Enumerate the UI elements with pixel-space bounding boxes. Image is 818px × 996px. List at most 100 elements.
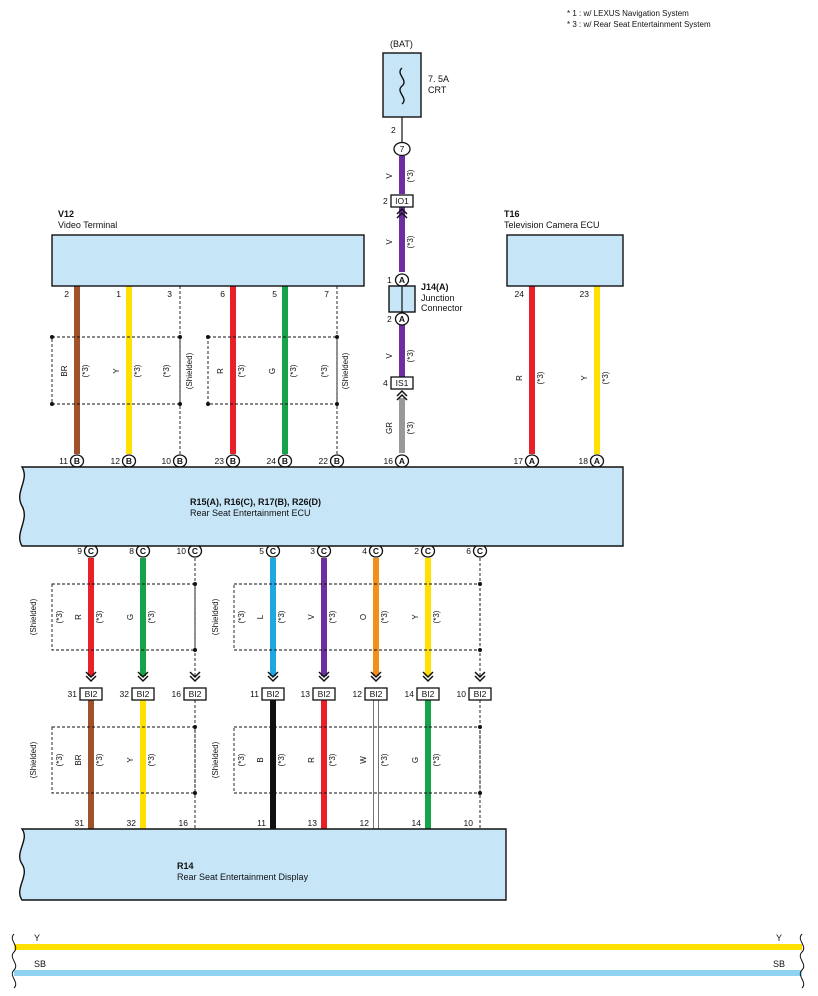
fuse-icon xyxy=(399,67,405,105)
chevron-up-icon xyxy=(396,389,408,397)
io1-pin: 2 xyxy=(383,196,388,206)
bi2-pin-num: 13 xyxy=(301,689,311,699)
tag-star: (*3) xyxy=(133,364,142,377)
tag-shielded: (Shielded) xyxy=(341,352,350,389)
chevron-down-icon xyxy=(474,671,486,679)
bi2-connector-5-label: BI2 xyxy=(370,689,383,699)
v12-pin-num: 7 xyxy=(324,289,329,299)
bat-pin: 2 xyxy=(391,125,396,135)
ecu-name: Rear Seat Entertainment ECU xyxy=(190,508,311,518)
r14-pin-num: 32 xyxy=(127,818,137,828)
ecu-top-pin-num: 11 xyxy=(59,456,68,466)
tag-low-w: W xyxy=(359,756,368,764)
ecu-box xyxy=(19,466,624,547)
j14-desc1: Junction xyxy=(421,293,455,303)
ecu-bottom-pin-num: 10 xyxy=(177,546,187,556)
tag-star: (*3) xyxy=(380,610,389,623)
r14-pin-num: 11 xyxy=(257,818,266,828)
fuse-amp: 7. 5A xyxy=(428,74,449,84)
tag-shielded: (Shielded) xyxy=(29,741,38,778)
tag-bat-v2-star: (*3) xyxy=(406,235,415,248)
v12-pin-num: 3 xyxy=(167,289,172,299)
t16-pin-num: 24 xyxy=(515,289,525,299)
ecu-top-pin-num: 12 xyxy=(111,456,121,466)
r14-name: Rear Seat Entertainment Display xyxy=(177,872,309,882)
chevron-down-icon xyxy=(422,675,434,683)
r14-pin-num: 13 xyxy=(308,818,318,828)
tag-star: (*3) xyxy=(536,371,545,384)
chevron-down-icon xyxy=(189,671,201,679)
j14-pin-top-letter: A xyxy=(399,275,405,285)
j14-pin-bottom-num: 2 xyxy=(387,314,392,324)
ecu-bottom-pin-num: 2 xyxy=(414,546,419,556)
tag-star: (*3) xyxy=(95,610,104,623)
r14-box xyxy=(19,828,507,901)
bi2-connector-0-label: BI2 xyxy=(85,689,98,699)
bat-circle xyxy=(393,141,411,157)
ecu-top-pin-num: 24 xyxy=(267,456,277,466)
tag-tx-y: Y xyxy=(580,375,589,381)
bus-sb-left: SB xyxy=(34,959,46,969)
ecu-top-pin-num: 18 xyxy=(579,456,589,466)
bi2-connector-4 xyxy=(312,687,336,701)
ecu-top-pin-0-letter: B xyxy=(74,456,80,466)
ecu-top-pin-6-letter: A xyxy=(399,456,405,466)
tag-v12-y: Y xyxy=(112,368,121,374)
tag-star: (*3) xyxy=(432,610,441,623)
fuse-name: CRT xyxy=(428,85,447,95)
bus-y-right: Y xyxy=(776,933,782,943)
tag-bat-v1-star: (*3) xyxy=(406,169,415,182)
chevron-down-icon xyxy=(318,675,330,683)
ecu-bottom-pin-num: 4 xyxy=(362,546,367,556)
chevron-down-icon xyxy=(267,671,279,679)
ecu-bottom-pin-4-letter: C xyxy=(321,546,327,556)
v12-pin-num: 5 xyxy=(272,289,277,299)
is1-connector xyxy=(390,376,414,390)
bi2-connector-2-label: BI2 xyxy=(189,689,202,699)
tag-star: (*3) xyxy=(162,364,171,377)
chevron-down-icon xyxy=(370,675,382,683)
fuse-box xyxy=(382,52,422,118)
j14-desc2: Connector xyxy=(421,303,463,313)
tag-star: (*3) xyxy=(320,364,329,377)
t16-pin-num: 23 xyxy=(580,289,590,299)
tag-mid-r: R xyxy=(74,614,83,620)
tag-star: (*3) xyxy=(328,610,337,623)
tag-mid-o: O xyxy=(359,614,368,620)
t16-name: Television Camera ECU xyxy=(504,220,600,230)
bi2-pin-num: 14 xyxy=(405,689,415,699)
bi2-connector-1-label: BI2 xyxy=(137,689,150,699)
tag-bat-gr: GR xyxy=(385,422,394,434)
chevron-up-icon xyxy=(396,393,408,401)
tag-star: (*3) xyxy=(380,753,389,766)
chevron-down-icon xyxy=(318,671,330,679)
tag-shielded: (Shielded) xyxy=(211,741,220,778)
t16-box xyxy=(506,234,624,287)
tag-star: (*3) xyxy=(95,753,104,766)
is1-pin: 4 xyxy=(383,378,388,388)
r14-pin-num: 14 xyxy=(412,818,422,828)
tag-shielded: (Shielded) xyxy=(211,598,220,635)
j14-pin-bottom xyxy=(394,312,410,326)
tag-star: (*3) xyxy=(277,753,286,766)
shield-box-mid-a xyxy=(51,583,196,651)
bi2-connector-3-label: BI2 xyxy=(267,689,280,699)
j14-pin-bottom-letter: A xyxy=(399,314,405,324)
tag-bat-v2: V xyxy=(385,239,394,245)
bi2-connector-1 xyxy=(131,687,155,701)
tag-v12-r: R xyxy=(216,368,225,374)
r14-pin-num: 12 xyxy=(360,818,370,828)
bi2-pin-num: 12 xyxy=(353,689,363,699)
chevron-down-icon xyxy=(85,671,97,679)
bus-sb-right: SB xyxy=(773,959,785,969)
bi2-connector-7 xyxy=(468,687,492,701)
tag-star: (*3) xyxy=(237,753,246,766)
v12-code: V12 xyxy=(58,209,74,219)
ecu-top-pin-3-letter: B xyxy=(230,456,236,466)
tag-low-y: Y xyxy=(126,757,135,763)
ecu-bottom-pin-num: 9 xyxy=(77,546,82,556)
ecu-bottom-pin-5-letter: C xyxy=(373,546,379,556)
tag-star: (*3) xyxy=(81,364,90,377)
ecu-bottom-pin-1-letter: C xyxy=(140,546,146,556)
t16-code: T16 xyxy=(504,209,520,219)
